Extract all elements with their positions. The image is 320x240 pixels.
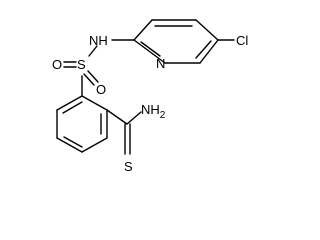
atom-nh: NH [89,33,108,48]
atom-nh2-subscript: 2 [160,110,166,121]
atom-n-ring: N [156,56,165,71]
atom-nh2: NH2 [141,102,166,121]
structure-diagram: NH S O O N Cl NH2 S [52,19,248,174]
atom-s-thio: S [124,159,133,174]
benzene-ring [56,95,108,153]
s-o2-bond [87,70,99,83]
pyridine-ring [133,19,219,64]
c-nh2-bond [126,111,142,125]
atom-o-left: O [52,57,62,72]
s-nh-bond [88,45,98,57]
benzene-thioamide-bond [106,109,128,125]
atom-o-lower: O [96,82,106,97]
atom-s-sulfonyl: S [77,57,86,72]
atom-cl: Cl [236,33,248,48]
